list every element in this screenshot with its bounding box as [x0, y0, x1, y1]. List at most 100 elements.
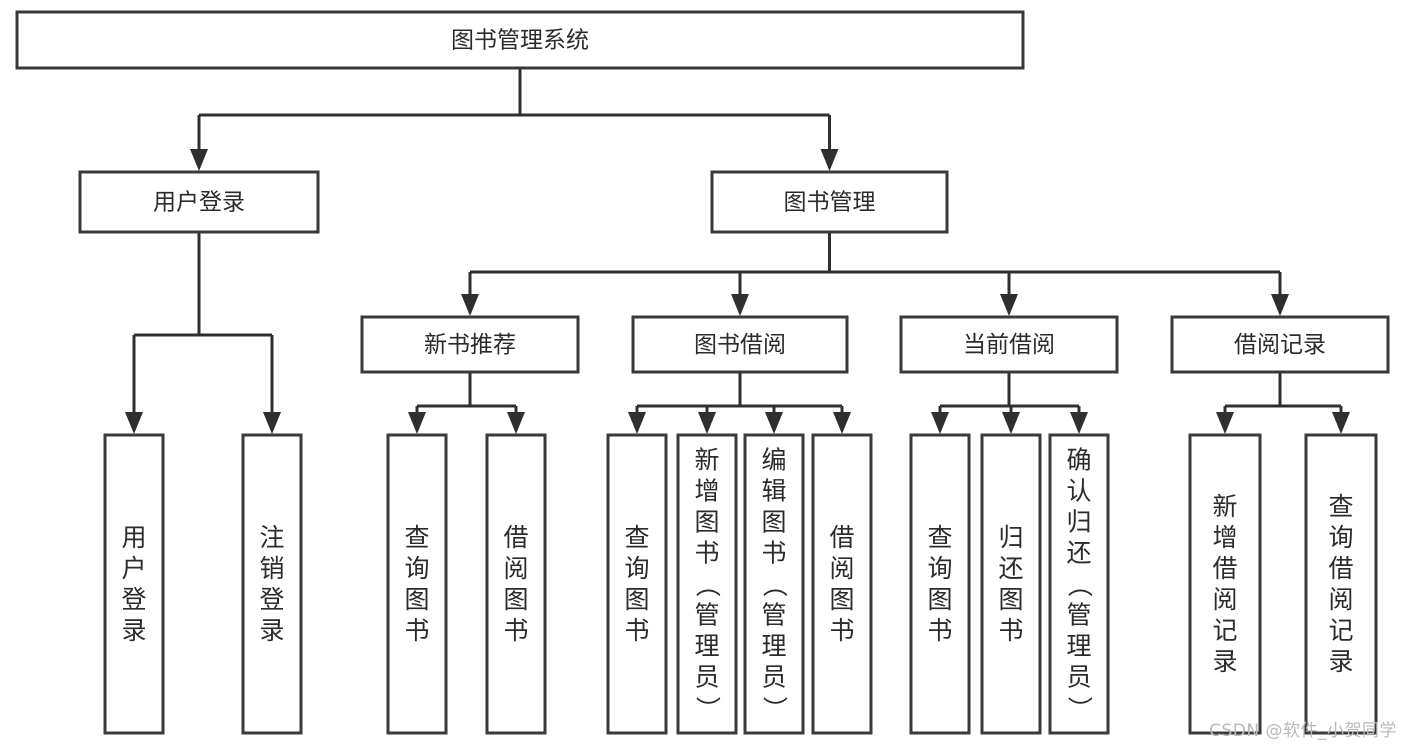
node-box-leaf-add-record	[1188, 433, 1262, 735]
node-label-leaf-edit-book-char-2: 图	[761, 508, 786, 537]
node-label-leaf-confirm-return-char-8: ）	[1065, 696, 1094, 721]
node-label-leaf-query-book-2-char-1: 询	[624, 554, 649, 583]
node-box-new-book-recommend	[360, 315, 580, 374]
node-label-user-login: 用户登录	[153, 190, 245, 216]
node-box-leaf-query-book-3	[909, 433, 971, 735]
node-label-book-manage: 图书管理	[784, 190, 876, 216]
node-label-leaf-confirm-return-char-7: 员	[1066, 663, 1091, 692]
node-label-leaf-query-book-1-char-2: 图	[404, 585, 429, 614]
node-current-borrow: 当前借阅	[899, 315, 1119, 374]
node-label-leaf-edit-book-char-8: ）	[760, 696, 789, 721]
node-label-leaf-borrow-book-2-char-2: 图	[829, 585, 854, 614]
node-book-manage: 图书管理	[710, 170, 949, 234]
node-book-borrow: 图书借阅	[631, 315, 849, 374]
nodes-layer: 图书管理系统用户登录图书管理新书推荐图书借阅当前借阅借阅记录用户登录注销登录查询…	[15, 10, 1390, 735]
node-label-leaf-return-book-char-1: 还	[998, 554, 1023, 583]
arrow-head-icon-level2-0	[461, 294, 479, 316]
node-box-root	[15, 10, 1025, 70]
node-leaf-user-login: 用户登录	[103, 433, 165, 735]
node-label-leaf-borrow-book-1-char-1: 阅	[503, 554, 528, 583]
node-box-leaf-user-logout	[241, 433, 303, 735]
node-label-leaf-add-book-char-0: 新	[694, 446, 719, 475]
node-label-leaf-query-book-2-char-3: 书	[624, 616, 649, 645]
arrow-head-icon-leaf-3-0	[1216, 412, 1234, 434]
node-label-leaf-add-record-char-3: 阅	[1212, 585, 1237, 614]
node-label-leaf-edit-book-char-6: 理	[761, 632, 786, 661]
arrow-head-icon-user-login-leaf-1	[263, 412, 281, 434]
node-label-leaf-query-record-char-2: 借	[1328, 554, 1353, 583]
node-label-leaf-query-book-3-char-3: 书	[927, 616, 952, 645]
node-root: 图书管理系统	[15, 10, 1025, 70]
node-label-leaf-add-record-char-5: 录	[1212, 647, 1237, 676]
node-box-leaf-edit-book	[743, 433, 805, 735]
node-label-leaf-borrow-book-1-char-2: 图	[503, 585, 528, 614]
node-label-leaf-query-record-char-3: 阅	[1328, 585, 1353, 614]
node-label-leaf-confirm-return-char-5: 管	[1066, 601, 1091, 630]
node-label-leaf-borrow-book-2-char-3: 书	[829, 616, 854, 645]
node-label-leaf-query-book-3-char-2: 图	[927, 585, 952, 614]
node-label-leaf-add-book-char-2: 图	[694, 508, 719, 537]
node-label-leaf-add-record-char-2: 借	[1212, 554, 1237, 583]
arrow-head-icon-leaf-1-3	[833, 412, 851, 434]
arrow-head-icon-leaf-1-0	[628, 412, 646, 434]
node-label-leaf-borrow-book-1-char-3: 书	[503, 616, 528, 645]
node-label-borrow-record: 借阅记录	[1234, 332, 1326, 358]
node-label-leaf-query-book-2-char-0: 查	[624, 523, 649, 552]
node-label-leaf-edit-book-char-5: 管	[761, 601, 786, 630]
node-label-leaf-add-book-char-1: 增	[694, 477, 719, 506]
node-box-leaf-confirm-return	[1048, 433, 1110, 735]
node-label-leaf-borrow-book-1-char-0: 借	[503, 523, 528, 552]
node-label-leaf-add-record-char-4: 记	[1212, 616, 1237, 645]
node-label-leaf-user-logout-char-0: 注	[259, 523, 284, 552]
node-label-leaf-return-book-char-3: 书	[998, 616, 1023, 645]
node-label-leaf-edit-book-char-1: 辑	[761, 477, 786, 506]
node-label-leaf-add-record-char-1: 增	[1212, 523, 1237, 552]
node-label-leaf-user-login-char-3: 录	[121, 616, 146, 645]
node-label-leaf-query-book-1-char-3: 书	[404, 616, 429, 645]
arrow-head-icon-leaf-2-2	[1070, 412, 1088, 434]
node-label-leaf-borrow-book-2-char-1: 阅	[829, 554, 854, 583]
arrow-head-icon-leaf-0-1	[507, 412, 525, 434]
node-label-leaf-edit-book-char-7: 员	[761, 663, 786, 692]
node-box-leaf-query-book-1	[386, 433, 448, 735]
node-label-leaf-return-book-char-0: 归	[998, 523, 1023, 552]
node-label-leaf-query-book-3-char-0: 查	[927, 523, 952, 552]
node-label-leaf-user-logout-char-1: 销	[259, 554, 284, 583]
node-label-leaf-user-login-char-1: 户	[121, 554, 146, 583]
node-label-leaf-return-book-char-2: 图	[998, 585, 1023, 614]
node-label-leaf-query-record-char-0: 查	[1328, 492, 1353, 521]
node-label-leaf-add-record-char-0: 新	[1212, 492, 1237, 521]
node-label-leaf-query-record-char-1: 询	[1328, 523, 1353, 552]
arrow-head-icon-leaf-3-1	[1332, 412, 1350, 434]
node-label-leaf-query-book-2-char-2: 图	[624, 585, 649, 614]
node-label-leaf-user-logout-char-2: 登	[259, 585, 284, 614]
node-label-leaf-edit-book-char-0: 编	[761, 446, 786, 475]
node-box-leaf-query-book-2	[606, 433, 668, 735]
node-label-leaf-query-book-1-char-0: 查	[404, 523, 429, 552]
node-new-book-recommend: 新书推荐	[360, 315, 580, 374]
node-label-leaf-add-book-char-8: ）	[693, 696, 722, 721]
node-label-leaf-user-login-char-0: 用	[121, 523, 146, 552]
node-label-leaf-confirm-return-char-6: 理	[1066, 632, 1091, 661]
node-label-leaf-query-record-char-4: 记	[1328, 616, 1353, 645]
node-label-leaf-edit-book-char-3: 书	[761, 539, 786, 568]
node-label-book-borrow: 图书借阅	[694, 332, 786, 358]
node-box-user-login	[78, 170, 320, 234]
node-label-leaf-add-book-char-5: 管	[694, 601, 719, 630]
node-user-login: 用户登录	[78, 170, 320, 234]
node-box-leaf-query-record	[1304, 433, 1378, 735]
arrow-head-icon-level1-1	[820, 149, 839, 171]
node-label-leaf-add-book-char-7: 员	[694, 663, 719, 692]
node-label-leaf-query-record-char-5: 录	[1328, 647, 1353, 676]
node-box-leaf-borrow-book-2	[811, 433, 873, 735]
node-borrow-record: 借阅记录	[1170, 315, 1390, 374]
